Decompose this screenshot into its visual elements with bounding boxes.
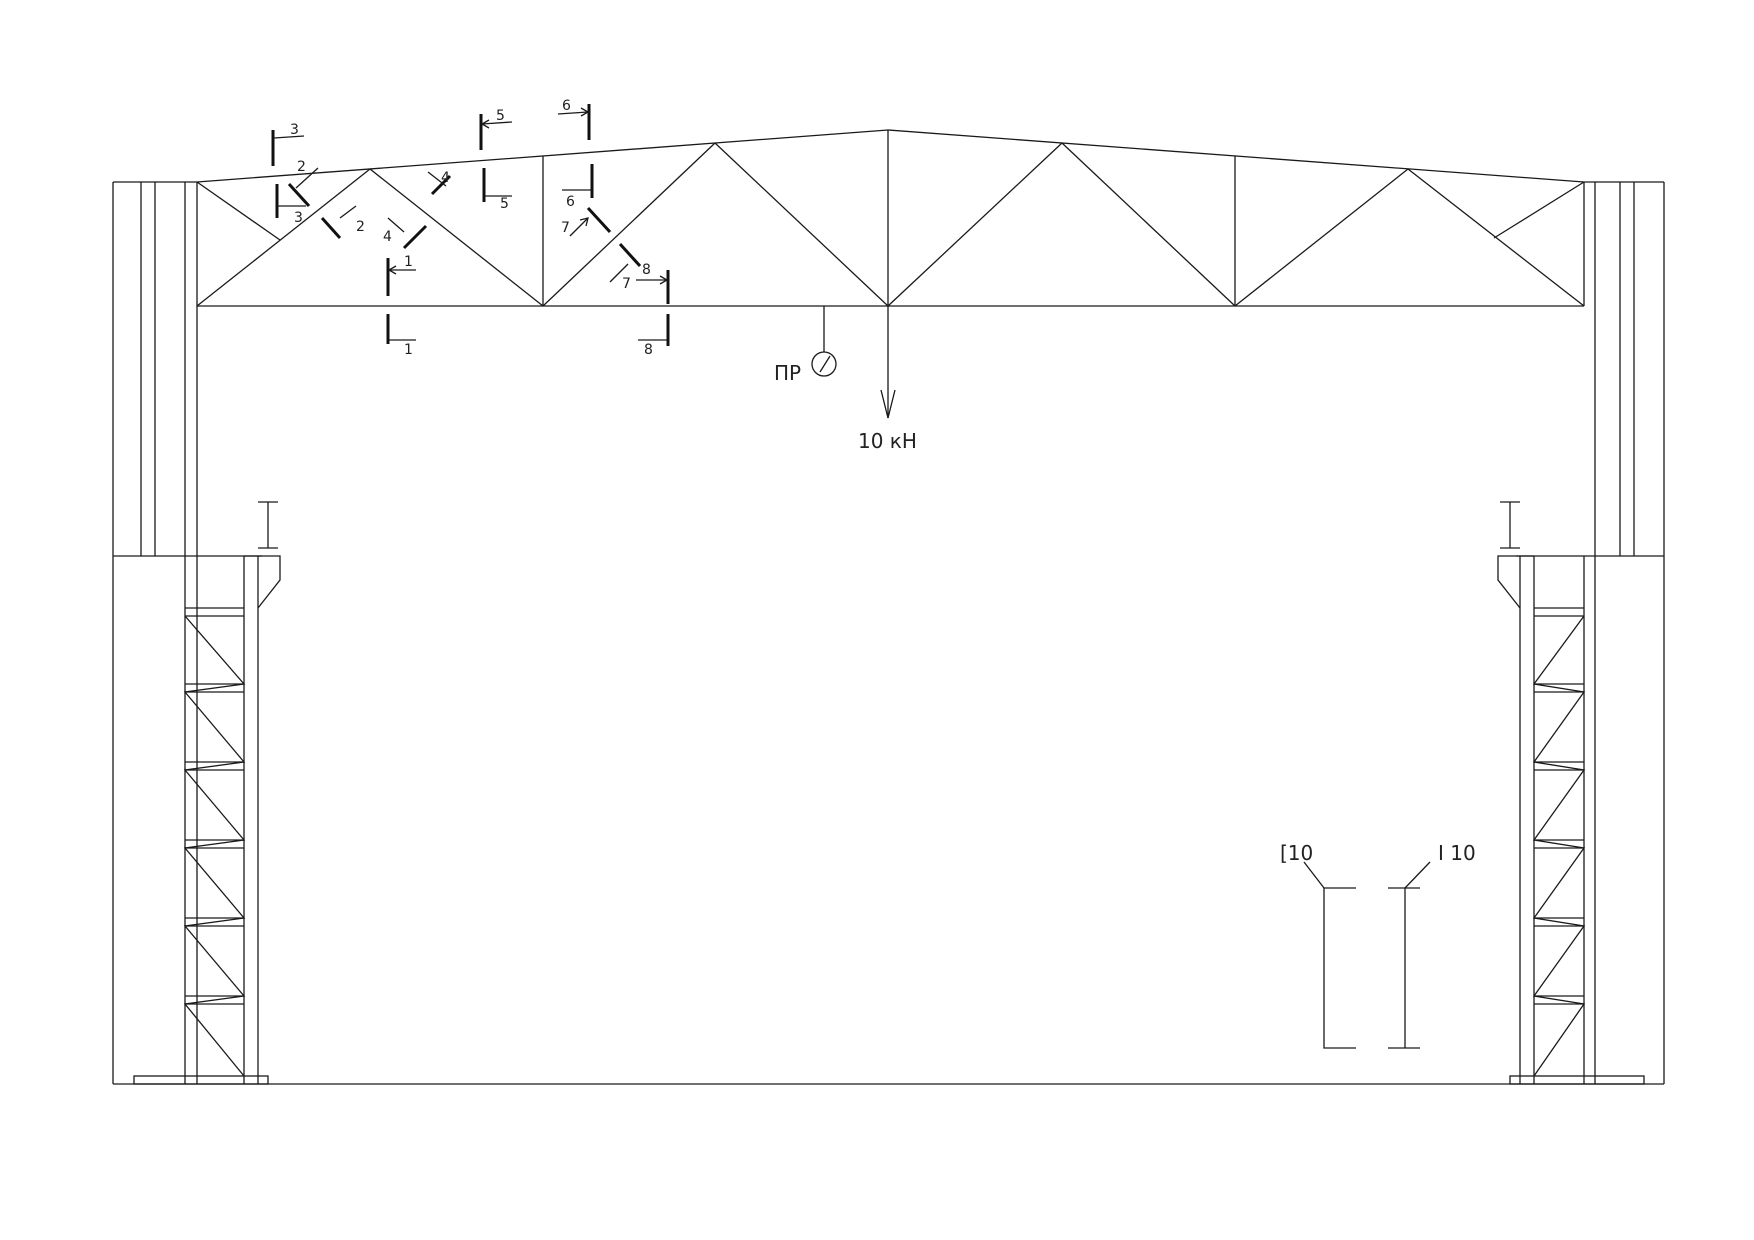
section-label-8: 8: [644, 342, 653, 358]
roof-truss: [196, 129, 1585, 307]
section-label-2: 2: [297, 159, 306, 175]
channel-profile-label: [10: [1280, 841, 1313, 865]
section-label-5: 5: [496, 108, 505, 124]
section-label-7: 7: [561, 220, 570, 236]
section-label-7: 7: [622, 276, 631, 292]
ibeam-profile-label: I 10: [1438, 841, 1476, 865]
profile-legend: [10 I 10: [1280, 841, 1476, 1049]
section-label-4: 4: [441, 170, 450, 186]
sensor-label: ПР: [774, 361, 801, 385]
sensor: ПР: [774, 306, 837, 385]
section-label-6: 6: [562, 98, 571, 114]
sensor-circle-icon: [811, 351, 837, 377]
load-value-label: 10 кН: [858, 429, 917, 453]
section-label-3: 3: [294, 210, 303, 226]
channel-profile-icon: [1323, 887, 1356, 1049]
load-arrow: 10 кН: [858, 306, 917, 453]
truss-diagonals: [196, 142, 1585, 307]
section-label-6: 6: [566, 194, 575, 210]
left-column: [112, 181, 281, 1085]
truss-top-chord: [196, 129, 1585, 183]
section-label-2: 2: [356, 219, 365, 235]
section-label-4: 4: [383, 229, 392, 245]
section-label-3: 3: [290, 122, 299, 138]
section-marks: 1 1 2 2 3 3 4 4 5 5: [271, 98, 670, 358]
section-label-5: 5: [500, 196, 509, 212]
section-label-1: 1: [404, 254, 413, 270]
section-label-1: 1: [404, 342, 413, 358]
arrow-head-icon: [880, 389, 896, 419]
right-column: [1497, 181, 1665, 1085]
section-label-8: 8: [642, 262, 651, 278]
